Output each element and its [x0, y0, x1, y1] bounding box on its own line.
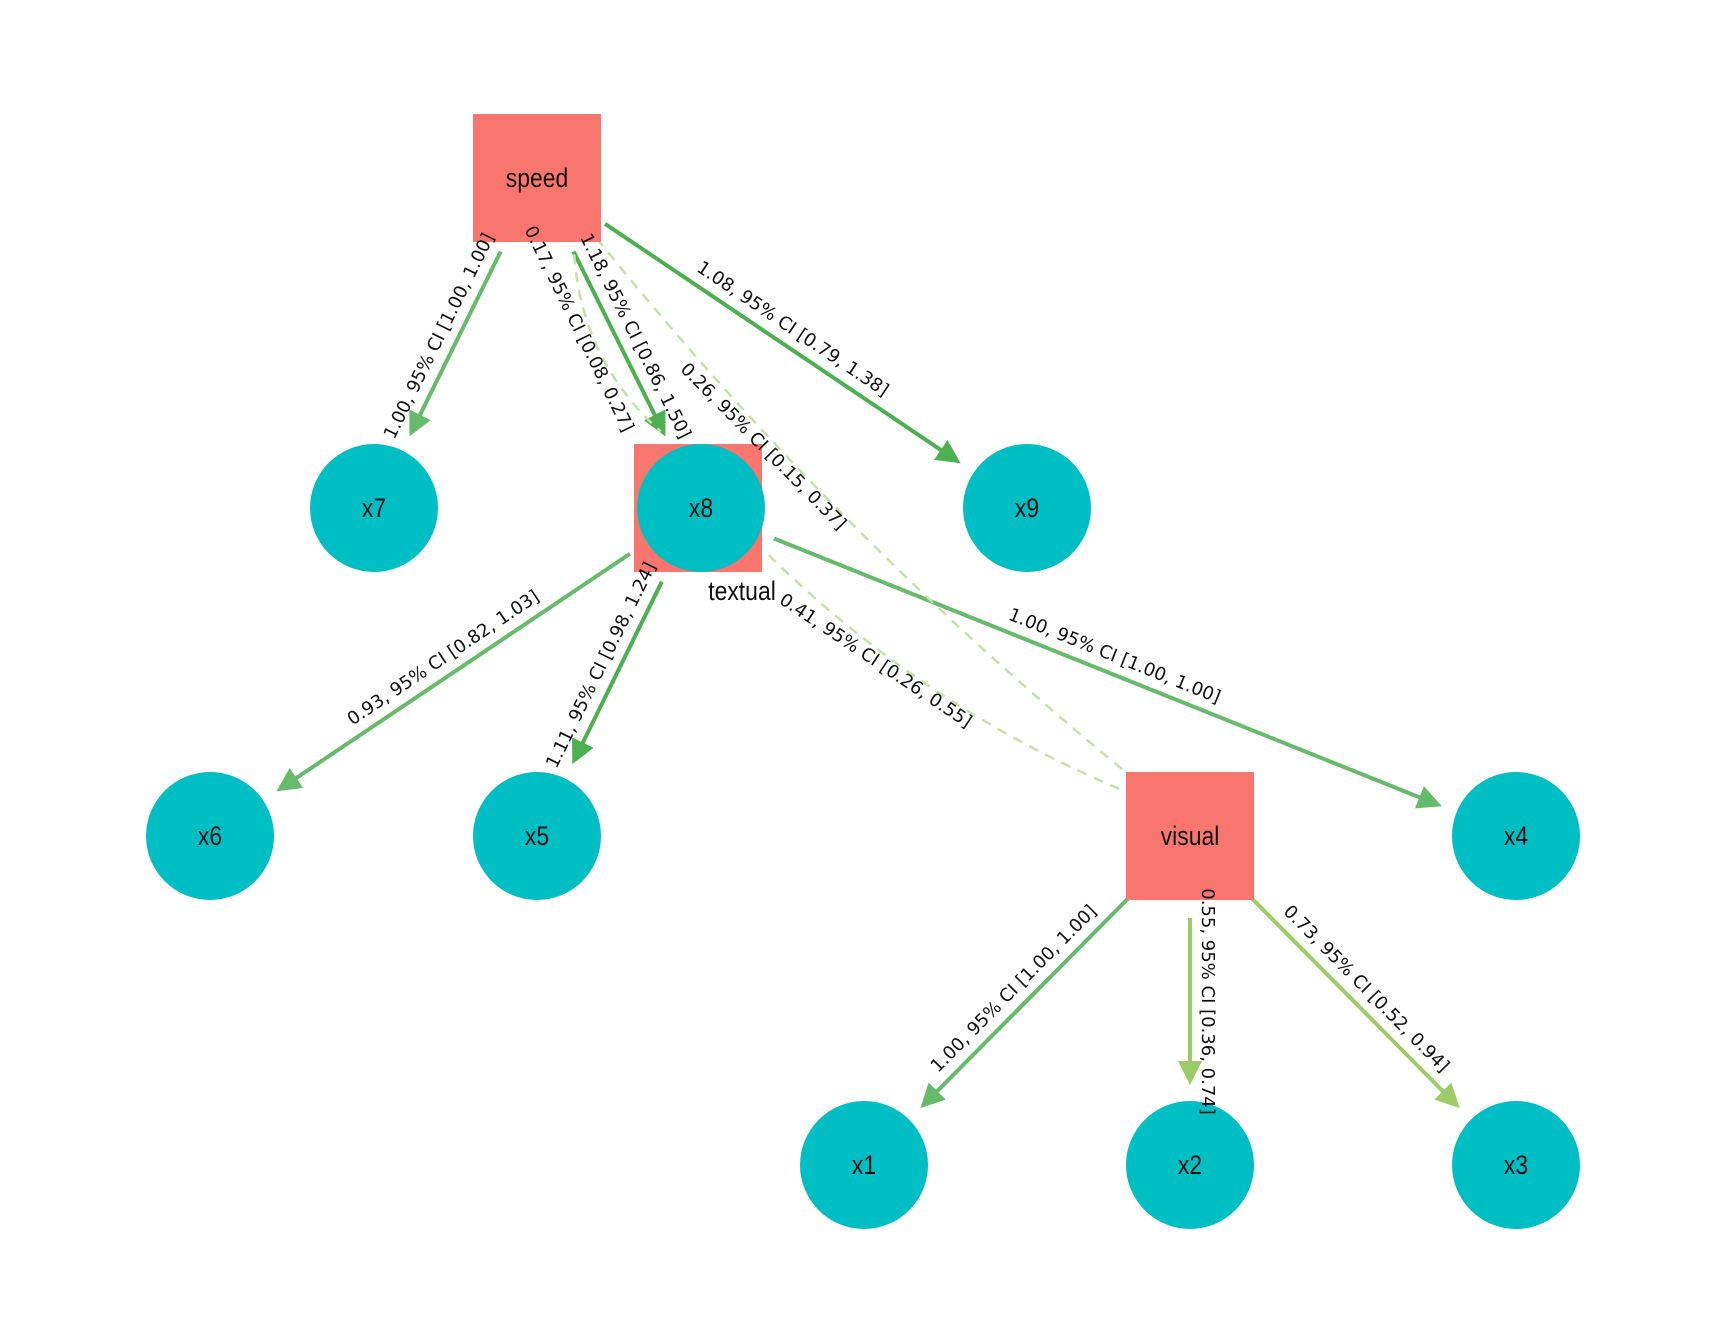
node-x4[interactable]: x4 — [1452, 772, 1580, 900]
node-x2[interactable]: x2 — [1126, 1101, 1254, 1229]
edges-layer — [276, 222, 1460, 1109]
observed-node-shape — [1126, 1101, 1254, 1229]
node-label: x1 — [852, 1150, 876, 1180]
node-x1[interactable]: x1 — [800, 1101, 928, 1229]
arrowhead-icon — [1178, 1061, 1202, 1085]
loading-line — [283, 552, 632, 788]
observed-node-shape — [146, 772, 274, 900]
node-label: x4 — [1504, 821, 1528, 851]
edge-label: 1.08, 95% CI [0.79, 1.38] — [693, 257, 893, 401]
node-label: speed — [506, 163, 569, 193]
arrowhead-icon — [934, 439, 961, 464]
covariance-path — [595, 237, 1131, 777]
edge-label: 1.11, 95% CI [0.98, 1.24] — [542, 559, 661, 772]
edge-label: 0.41, 95% CI [0.26, 0.55] — [775, 589, 975, 732]
edge-labels-layer: 1.00, 95% CI [1.00, 1.00]1.18, 95% CI [0… — [344, 223, 1454, 1115]
arrowhead-icon — [409, 409, 431, 437]
node-x5[interactable]: x5 — [473, 772, 601, 900]
covariance-path — [767, 554, 1120, 791]
node-label: x2 — [1178, 1150, 1202, 1180]
edge-textual-x4 — [773, 536, 1442, 809]
observed-node-shape — [1452, 772, 1580, 900]
edge-label: 0.55, 95% CI [0.36, 0.74] — [1197, 888, 1218, 1115]
observed-node-shape — [310, 444, 438, 572]
edge-visual-x3 — [1246, 892, 1460, 1109]
node-label: x9 — [1015, 493, 1039, 523]
loading-line — [571, 250, 663, 429]
node-x8[interactable]: x8 — [637, 444, 765, 572]
node-x3[interactable]: x3 — [1452, 1101, 1580, 1229]
loading-line — [773, 536, 1434, 805]
edge-label: 0.93, 95% CI [0.82, 1.03] — [344, 586, 544, 730]
arrowhead-icon — [276, 768, 304, 792]
latent-node-shape — [473, 114, 601, 242]
observed-node-shape — [963, 444, 1091, 572]
covariance-path — [573, 254, 662, 433]
arrowhead-icon — [920, 1082, 946, 1109]
edge-visual-x1 — [920, 892, 1134, 1109]
arrowhead-icon — [1434, 1082, 1460, 1109]
node-label: x6 — [198, 821, 222, 851]
node-speed[interactable]: speed — [473, 114, 601, 242]
node-visual[interactable]: visual — [1126, 772, 1254, 900]
textual-label-layer: textual — [708, 576, 776, 606]
node-x9[interactable]: x9 — [963, 444, 1091, 572]
node-label: x7 — [362, 493, 386, 523]
edge-label: 1.00, 95% CI [1.00, 1.00] — [380, 230, 499, 442]
node-x6[interactable]: x6 — [146, 772, 274, 900]
edge-textual-x6 — [276, 552, 632, 792]
loading-line — [925, 892, 1134, 1103]
edge-speed-textual — [573, 254, 662, 433]
node-label: x3 — [1504, 1150, 1528, 1180]
edge-textual-x5 — [572, 580, 664, 765]
edge-speed-x9 — [603, 222, 961, 464]
observed-node-shape — [800, 1101, 928, 1229]
node-label: x5 — [525, 821, 549, 851]
node-label: visual — [1161, 821, 1220, 851]
nodes-layer: speed x8 visual x7 x9 x6 x5 x4 x1 x2 x3 textual — [146, 114, 1580, 1229]
edge-textual-visual — [767, 554, 1120, 791]
edge-label: 1.00, 95% CI [1.00, 1.00] — [1005, 604, 1223, 708]
arrowhead-icon — [572, 737, 594, 765]
node-label: textual — [708, 576, 776, 606]
loading-line — [574, 580, 664, 757]
edge-visual-x2 — [1178, 918, 1202, 1085]
arrowhead-icon — [1415, 786, 1442, 809]
node-x7[interactable]: x7 — [310, 444, 438, 572]
observed-node-shape — [473, 772, 601, 900]
node-label: x8 — [689, 493, 713, 523]
observed-node-shape — [637, 444, 765, 572]
latent-node-shape — [1126, 772, 1254, 900]
loading-line — [412, 250, 503, 429]
observed-node-shape — [1452, 1101, 1580, 1229]
edge-label: 1.00, 95% CI [1.00, 1.00] — [927, 901, 1101, 1077]
edge-speed-visual — [595, 237, 1131, 777]
loading-line — [1246, 892, 1455, 1103]
edge-label: 0.73, 95% CI [0.52, 0.94] — [1279, 901, 1453, 1077]
loading-line — [603, 222, 954, 460]
edge-speed-x7 — [409, 250, 503, 437]
